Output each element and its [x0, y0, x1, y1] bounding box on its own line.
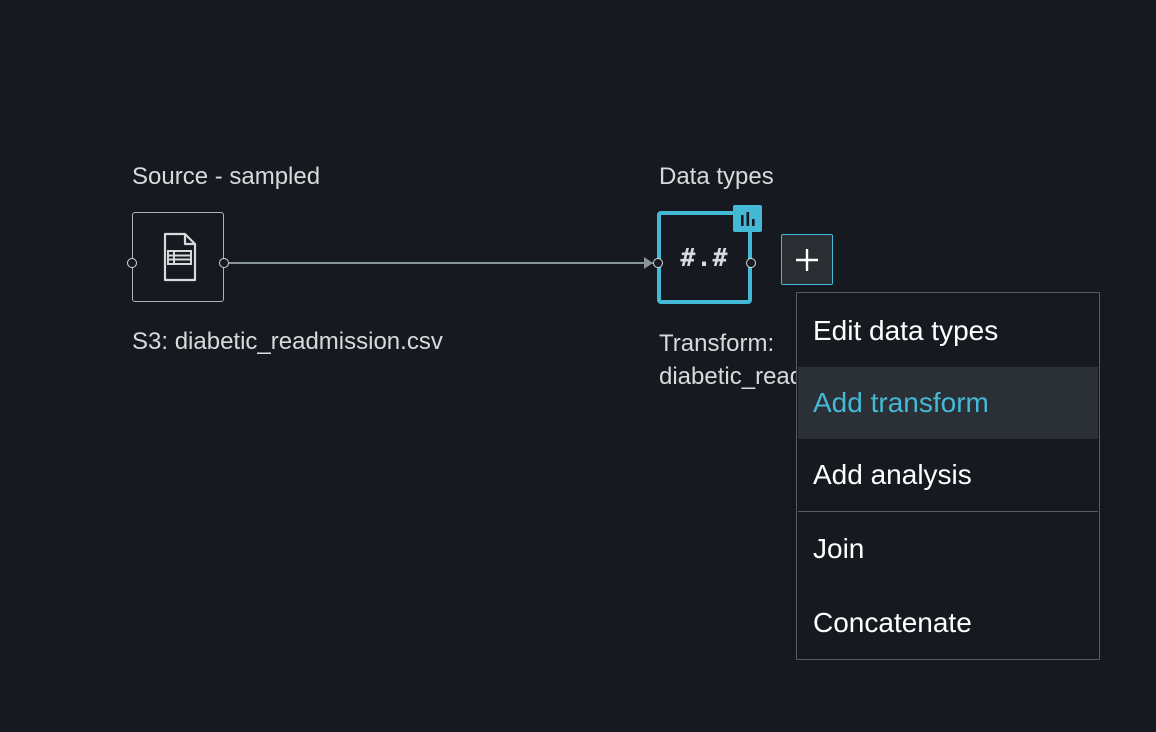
source-node-subtitle: S3: diabetic_readmission.csv — [132, 328, 443, 355]
data-types-subtitle-line2: diabetic_readmission.csv — [659, 363, 796, 390]
source-node[interactable] — [132, 212, 224, 302]
source-input-port[interactable] — [127, 258, 137, 268]
menu-item-concatenate[interactable]: Concatenate — [813, 607, 972, 638]
menu-item-add-transform[interactable]: Add transform — [798, 367, 1098, 439]
menu-divider — [798, 511, 1098, 512]
context-menu: Edit data types Add transform Add analys… — [796, 292, 1100, 660]
menu-item-edit-data-types[interactable]: Edit data types — [813, 315, 999, 346]
source-output-port[interactable] — [219, 258, 229, 268]
source-node-title: Source - sampled — [132, 163, 321, 190]
plus-icon — [796, 248, 818, 271]
data-types-node-subtitle: Transform: diabetic_readmission.csv — [659, 327, 796, 393]
menu-item-join[interactable]: Join — [813, 533, 865, 564]
number-format-icon: #.# — [680, 243, 729, 272]
bar-chart-icon[interactable] — [733, 205, 762, 232]
menu-item-add-analysis[interactable]: Add analysis — [813, 459, 972, 490]
add-step-button[interactable] — [781, 234, 833, 285]
data-types-node-title: Data types — [659, 163, 774, 190]
connection-edge — [229, 262, 653, 264]
edge-arrow-icon — [644, 257, 653, 269]
data-types-output-port[interactable] — [746, 258, 756, 268]
data-types-input-port[interactable] — [653, 258, 663, 268]
data-types-subtitle-line1: Transform: — [659, 330, 775, 357]
document-table-icon — [163, 232, 197, 282]
